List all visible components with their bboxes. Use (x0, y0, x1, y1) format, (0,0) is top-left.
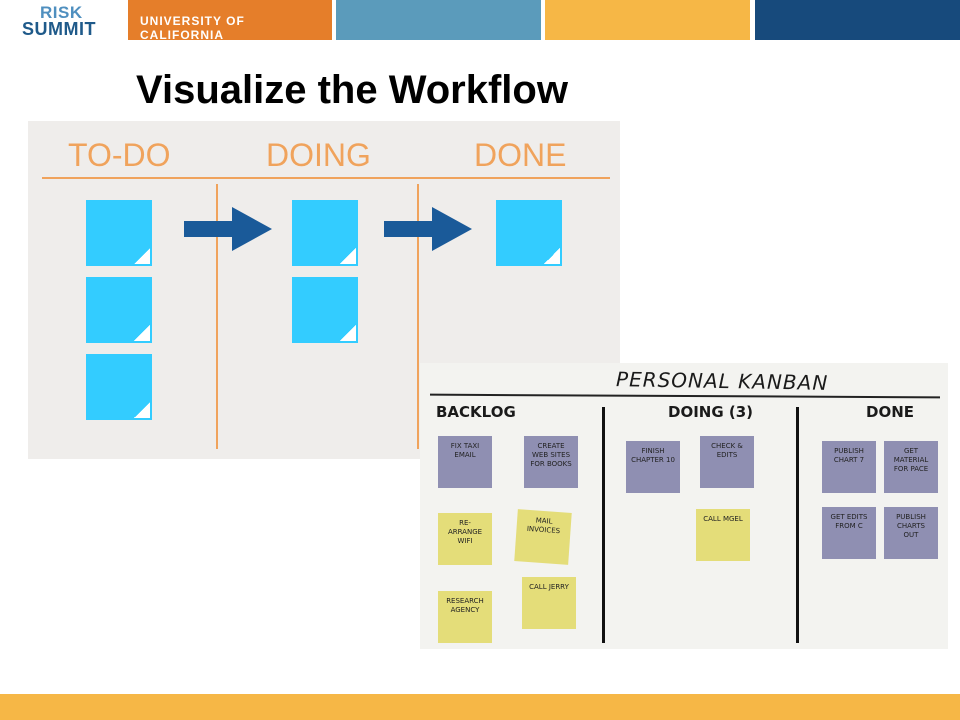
sticky-note-icon (86, 354, 152, 420)
photo-column-backlog: BACKLOG (436, 403, 516, 421)
backlog-note: CREATE WEB SITES FOR BOOKS (524, 436, 578, 488)
column-header-todo: TO-DO (68, 137, 171, 173)
backlog-note: RESEARCH AGENCY (438, 591, 492, 643)
header-band-navy (755, 0, 960, 40)
slide-title: Visualize the Workflow (136, 68, 568, 112)
sticky-note-icon (86, 200, 152, 266)
sticky-note-icon (86, 277, 152, 343)
photo-column-doing: DOING (3) (668, 403, 754, 421)
logo-text-summit: SUMMIT (22, 19, 96, 39)
sticky-note-icon (496, 200, 562, 266)
photo-title: PERSONAL KANBAN (615, 367, 829, 395)
doing-note: FINISH CHAPTER 10 (626, 441, 680, 493)
header-band-blue (336, 0, 541, 40)
institution-name: UNIVERSITY OF CALIFORNIA (140, 14, 245, 42)
arrow-right-icon (384, 207, 472, 251)
header-band-yellow (545, 0, 750, 40)
photo-column-done: DONE (866, 403, 915, 421)
arrow-right-icon (184, 207, 272, 251)
done-note: GET MATERIAL FOR PACE (884, 441, 938, 493)
done-note: GET EDITS FROM C (822, 507, 876, 559)
header-institution-band: UNIVERSITY OF CALIFORNIA (128, 0, 332, 42)
column-divider (216, 184, 218, 449)
doing-note: CHECK & EDITS (700, 436, 754, 488)
header-divider (42, 177, 610, 179)
sticky-note-icon (292, 277, 358, 343)
backlog-note: RE-ARRANGE WIFI (438, 513, 492, 565)
footer-band (0, 694, 960, 720)
logo-text-risk: RISK (40, 3, 83, 22)
done-note: PUBLISH CHART 7 (822, 441, 876, 493)
column-divider (417, 184, 419, 449)
backlog-note: CALL JERRY (522, 577, 576, 629)
photo-column-divider (602, 407, 605, 643)
backlog-note: FIX TAXI EMAIL (438, 436, 492, 488)
sticky-note-icon (292, 200, 358, 266)
column-header-doing: DOING (266, 137, 371, 173)
risk-summit-logo: RISK SUMMIT (0, 0, 128, 40)
done-note: PUBLISH CHARTS OUT (884, 507, 938, 559)
column-header-done: DONE (474, 137, 567, 173)
photo-header-line (429, 393, 941, 399)
doing-note: CALL MGEL (696, 509, 750, 561)
photo-column-divider (796, 407, 799, 643)
backlog-note: MAIL INVOICES (514, 509, 572, 565)
personal-kanban-photo: PERSONAL KANBAN BACKLOG DOING (3) DONE F… (420, 363, 948, 649)
